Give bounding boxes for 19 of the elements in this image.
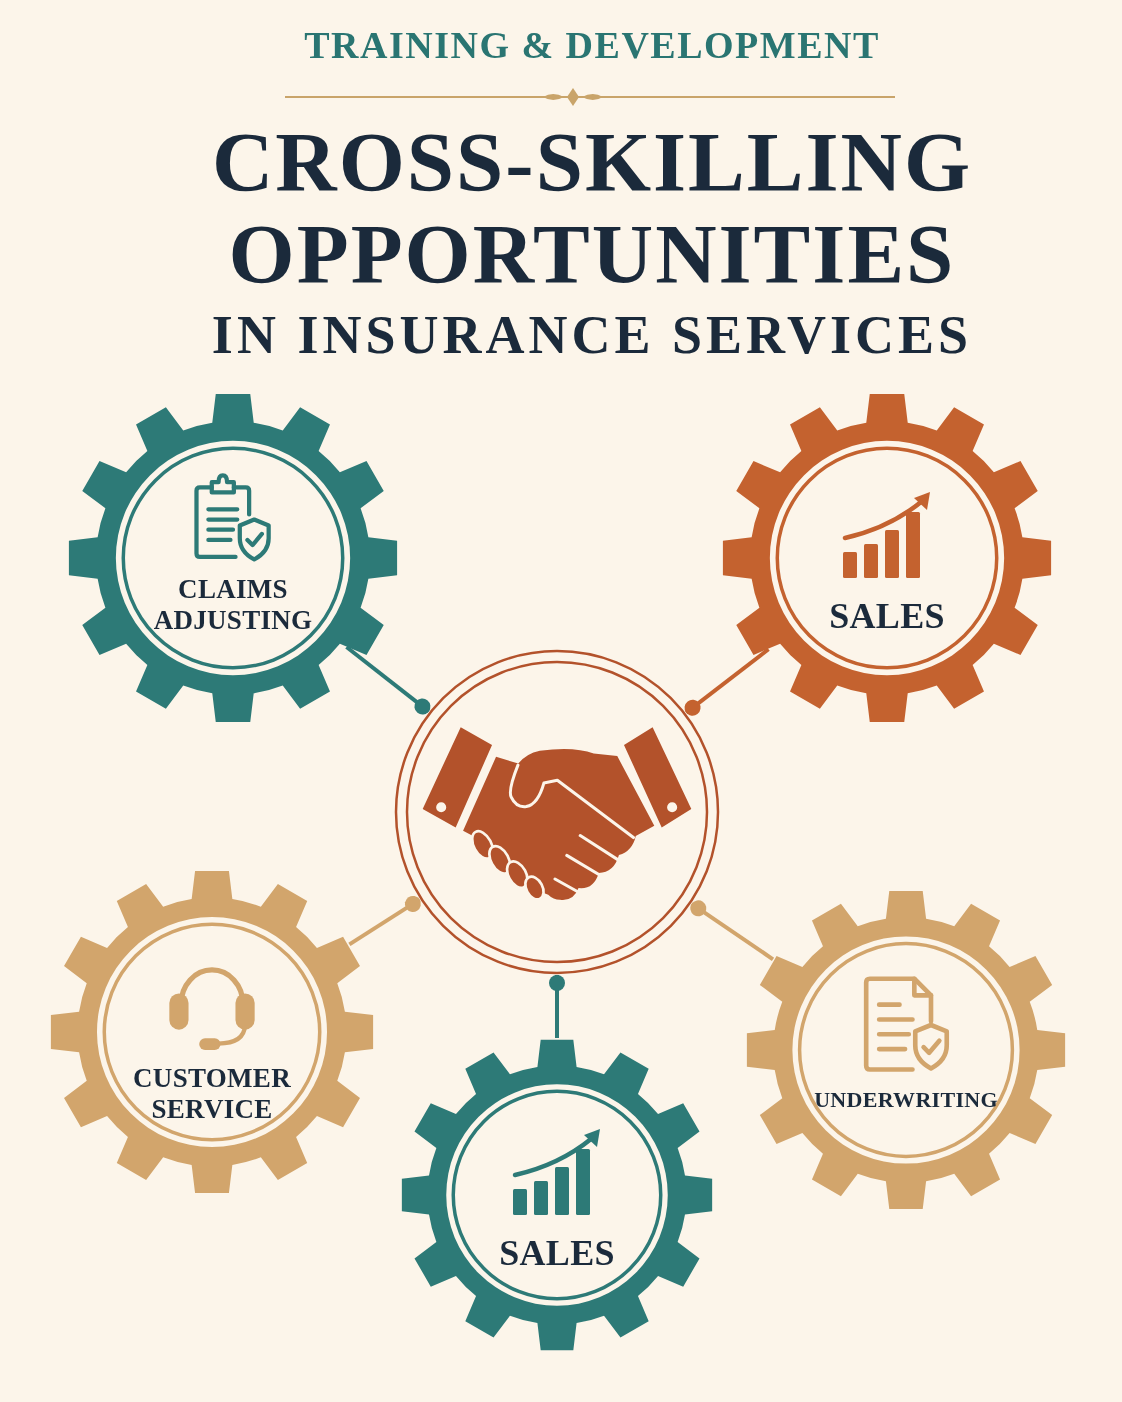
double-ring-circle bbox=[394, 649, 720, 975]
gear bbox=[401, 1039, 713, 1351]
gear-label: SALES bbox=[499, 1233, 615, 1275]
gear bbox=[722, 393, 1052, 723]
gear bbox=[50, 870, 374, 1194]
connector-line bbox=[345, 645, 431, 715]
subtitle: IN INSURANCE SERVICES bbox=[211, 308, 973, 362]
connector-line bbox=[549, 975, 565, 1038]
gear bbox=[68, 393, 398, 723]
section-kicker: TRAINING & DEVELOPMENT bbox=[304, 26, 880, 64]
gear-label: SALES bbox=[829, 596, 945, 638]
connector-line bbox=[690, 900, 775, 961]
gear-label: CLAIMS ADJUSTING bbox=[152, 574, 314, 636]
gear-label: CUSTOMER SERVICE bbox=[132, 1063, 292, 1125]
connector-line bbox=[348, 895, 421, 947]
page-title: CROSS-SKILLING OPPORTUNITIES bbox=[210, 116, 974, 300]
gear bbox=[746, 890, 1066, 1210]
gear-label: UNDERWRITING bbox=[814, 1087, 998, 1113]
connector-line bbox=[684, 647, 770, 716]
